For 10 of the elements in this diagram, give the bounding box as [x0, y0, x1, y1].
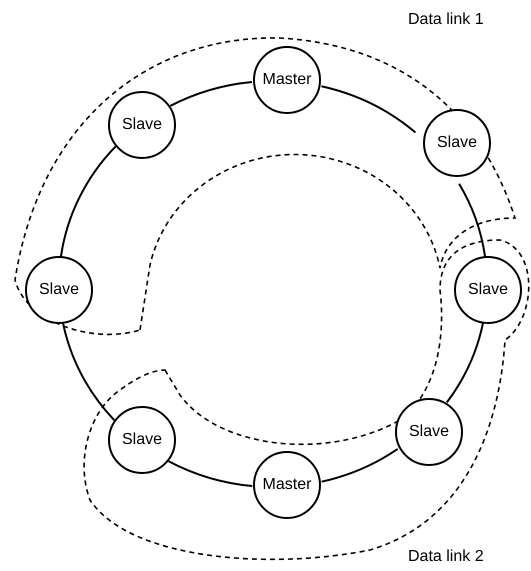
data-link-label: Data link 1: [408, 10, 484, 30]
ring-connector: [170, 80, 252, 107]
ring-connector: [62, 322, 116, 421]
ring-connector: [321, 448, 398, 483]
ring-connector: [458, 183, 486, 258]
ring-connector: [168, 460, 252, 488]
data-link-label: Data link 2: [408, 547, 484, 567]
ring-connector: [60, 146, 116, 258]
ring-connector: [446, 322, 484, 403]
ring-connector: [321, 85, 416, 134]
